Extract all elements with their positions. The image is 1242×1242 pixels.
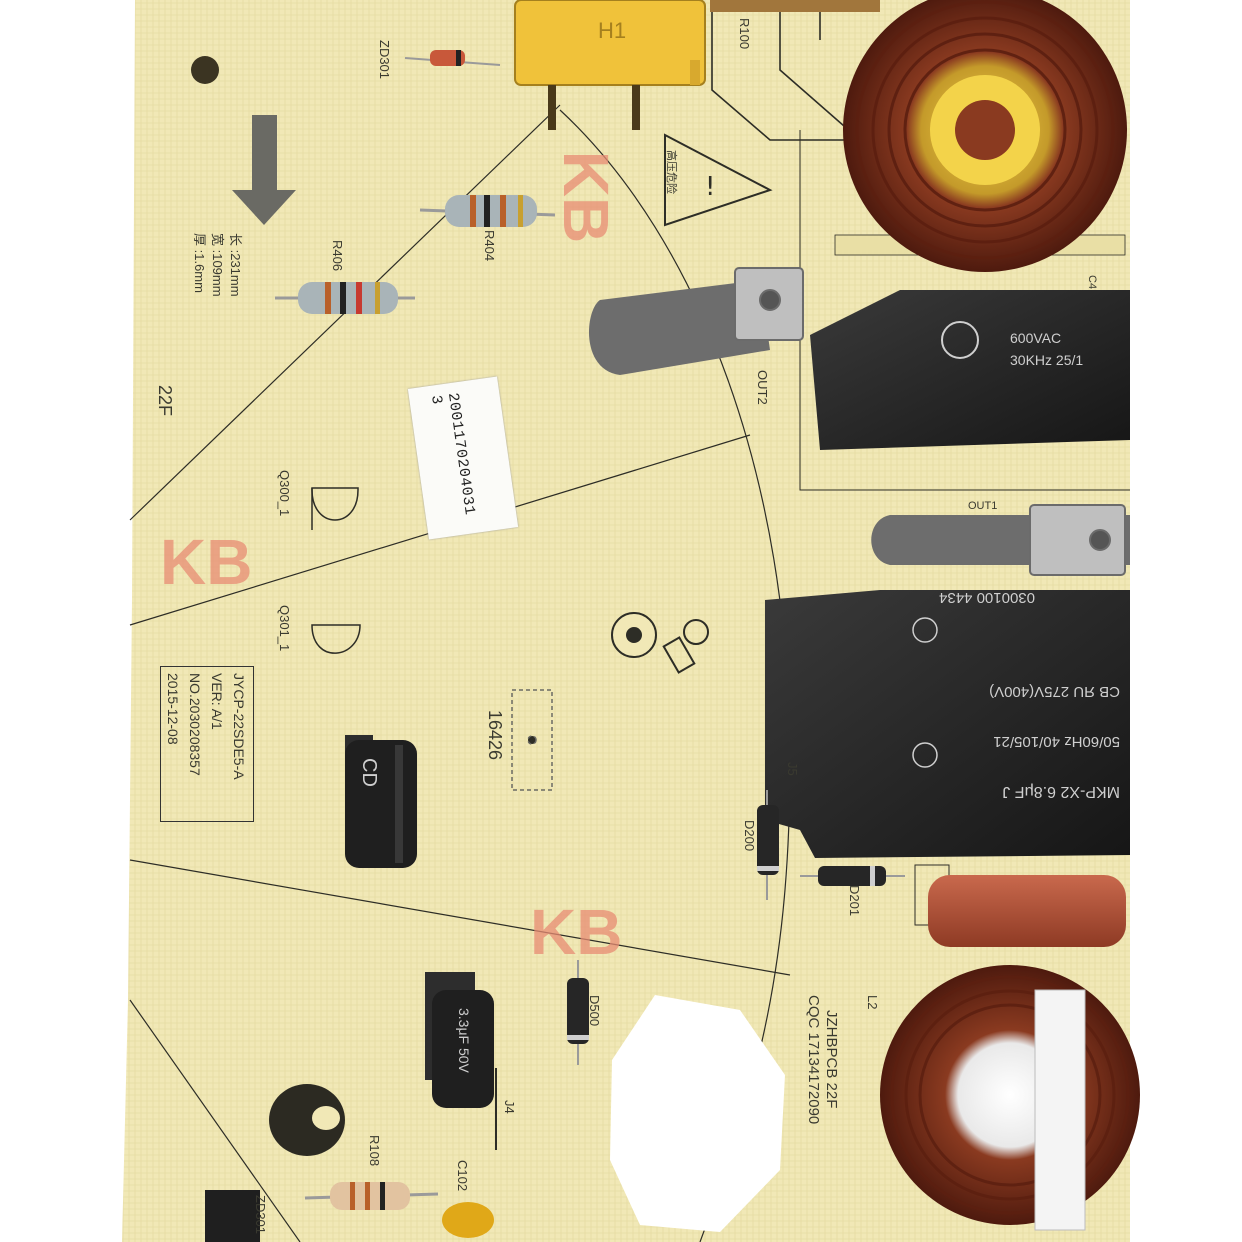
label-dim-length: 长 :231mm	[228, 233, 243, 297]
label-zd301: ZD301	[377, 40, 392, 80]
label-j5: J5	[785, 762, 800, 776]
kb-mark-2: KB	[160, 526, 253, 598]
label-maker: JZHBPCB 22F	[823, 1010, 840, 1109]
label-d500: D500	[587, 995, 602, 1027]
transistor-outline-q301	[311, 624, 361, 654]
board-date: 2015-12-08	[165, 673, 181, 745]
label-r404: R404	[482, 230, 497, 262]
resistor-r406	[275, 282, 415, 314]
film-capacitor-small	[810, 290, 1130, 450]
label-dim-thickness: 厚 :1.6mm	[192, 233, 207, 293]
label-zd300: ZD301	[253, 1195, 268, 1235]
mount-hole-1	[191, 56, 219, 84]
common-mode-choke	[880, 965, 1140, 1231]
label-d201: D201	[847, 885, 862, 917]
terminal-out2	[734, 267, 804, 341]
label-r100: R100	[737, 18, 752, 50]
elec-cap-2-marking: 3.3μF 50V	[456, 1008, 472, 1073]
resistor-r404	[419, 195, 556, 227]
thermal-pad-out2	[588, 280, 770, 375]
transistor-outline-q300	[311, 487, 359, 530]
label-dim-width: 宽 :109mm	[210, 233, 225, 297]
cap-large-marking-1: CB ЯU 275V(400V)	[989, 683, 1120, 700]
label-22f: 22F	[155, 385, 175, 417]
board-version: VER: A/1	[209, 673, 225, 730]
direction-arrow-icon	[232, 115, 296, 225]
label-part-number: 16426	[485, 710, 505, 761]
cap-small-marking-1: 600VAC	[1010, 330, 1062, 346]
label-out2: OUT2	[755, 370, 770, 405]
cap-small-marking-2: 30KHz 25/1	[1010, 352, 1084, 368]
kb-mark-1: KB	[550, 150, 623, 244]
label-d200: D200	[742, 820, 757, 852]
label-c102: C102	[455, 1160, 470, 1192]
board-serial: NO.2030208357	[187, 673, 203, 776]
elec-cap-1-marking: CD	[358, 758, 380, 787]
label-q300: Q300_1	[277, 470, 292, 517]
label-l2: L2	[865, 995, 880, 1010]
dashed-footprint	[511, 689, 553, 791]
electrolytic-capacitor-2	[425, 972, 497, 1150]
resistor-r108	[304, 1182, 439, 1210]
board-name: JYCP-22SDE5-A	[231, 673, 247, 780]
board-cutout	[610, 995, 785, 1232]
board-info-box: JYCP-22SDE5-A VER: A/1 NO.2030208357 201…	[160, 666, 254, 822]
terminal-out1	[1029, 504, 1126, 576]
black-blob	[269, 1084, 345, 1156]
label-warning: 高压危险	[665, 150, 677, 194]
label-out1: OUT1	[968, 500, 998, 512]
ceramic-capacitor-c102	[442, 1202, 494, 1238]
diode-d200	[757, 790, 779, 900]
relay-marking: H1	[598, 18, 627, 43]
diode-d201	[800, 866, 905, 886]
diode-d500	[567, 960, 589, 1065]
svg-text:!: !	[705, 172, 715, 202]
film-capacitor-large	[765, 590, 1130, 858]
relay	[514, 0, 706, 130]
bus-wire-top	[710, 0, 880, 12]
cap-large-marking-4: 0300100 4434	[939, 589, 1035, 606]
label-j4: J4	[502, 1100, 517, 1114]
sticker-code: 2001170204031 3	[427, 391, 478, 517]
label-r108: R108	[367, 1135, 382, 1167]
label-c4: C4	[1086, 275, 1098, 290]
electrolytic-capacitor-1	[345, 735, 417, 868]
screw-icon	[662, 619, 709, 674]
bottom-left-part	[205, 1190, 260, 1242]
toroid-coil-top	[843, 0, 1127, 272]
cap-large-marking-2: 50/60Hz 40/105/21	[993, 733, 1120, 750]
cap-large-marking-3: MKP-X2 6.8μF J	[1002, 783, 1120, 800]
diode-zd301	[404, 50, 501, 66]
red-film-capacitor	[928, 875, 1126, 947]
kb-mark-3: KB	[530, 896, 623, 968]
label-q301: Q301_1	[277, 605, 292, 652]
high-voltage-warning-icon: !	[664, 133, 773, 227]
label-r406: R406	[330, 240, 345, 272]
label-cert: CQC 17134172090	[805, 995, 822, 1125]
